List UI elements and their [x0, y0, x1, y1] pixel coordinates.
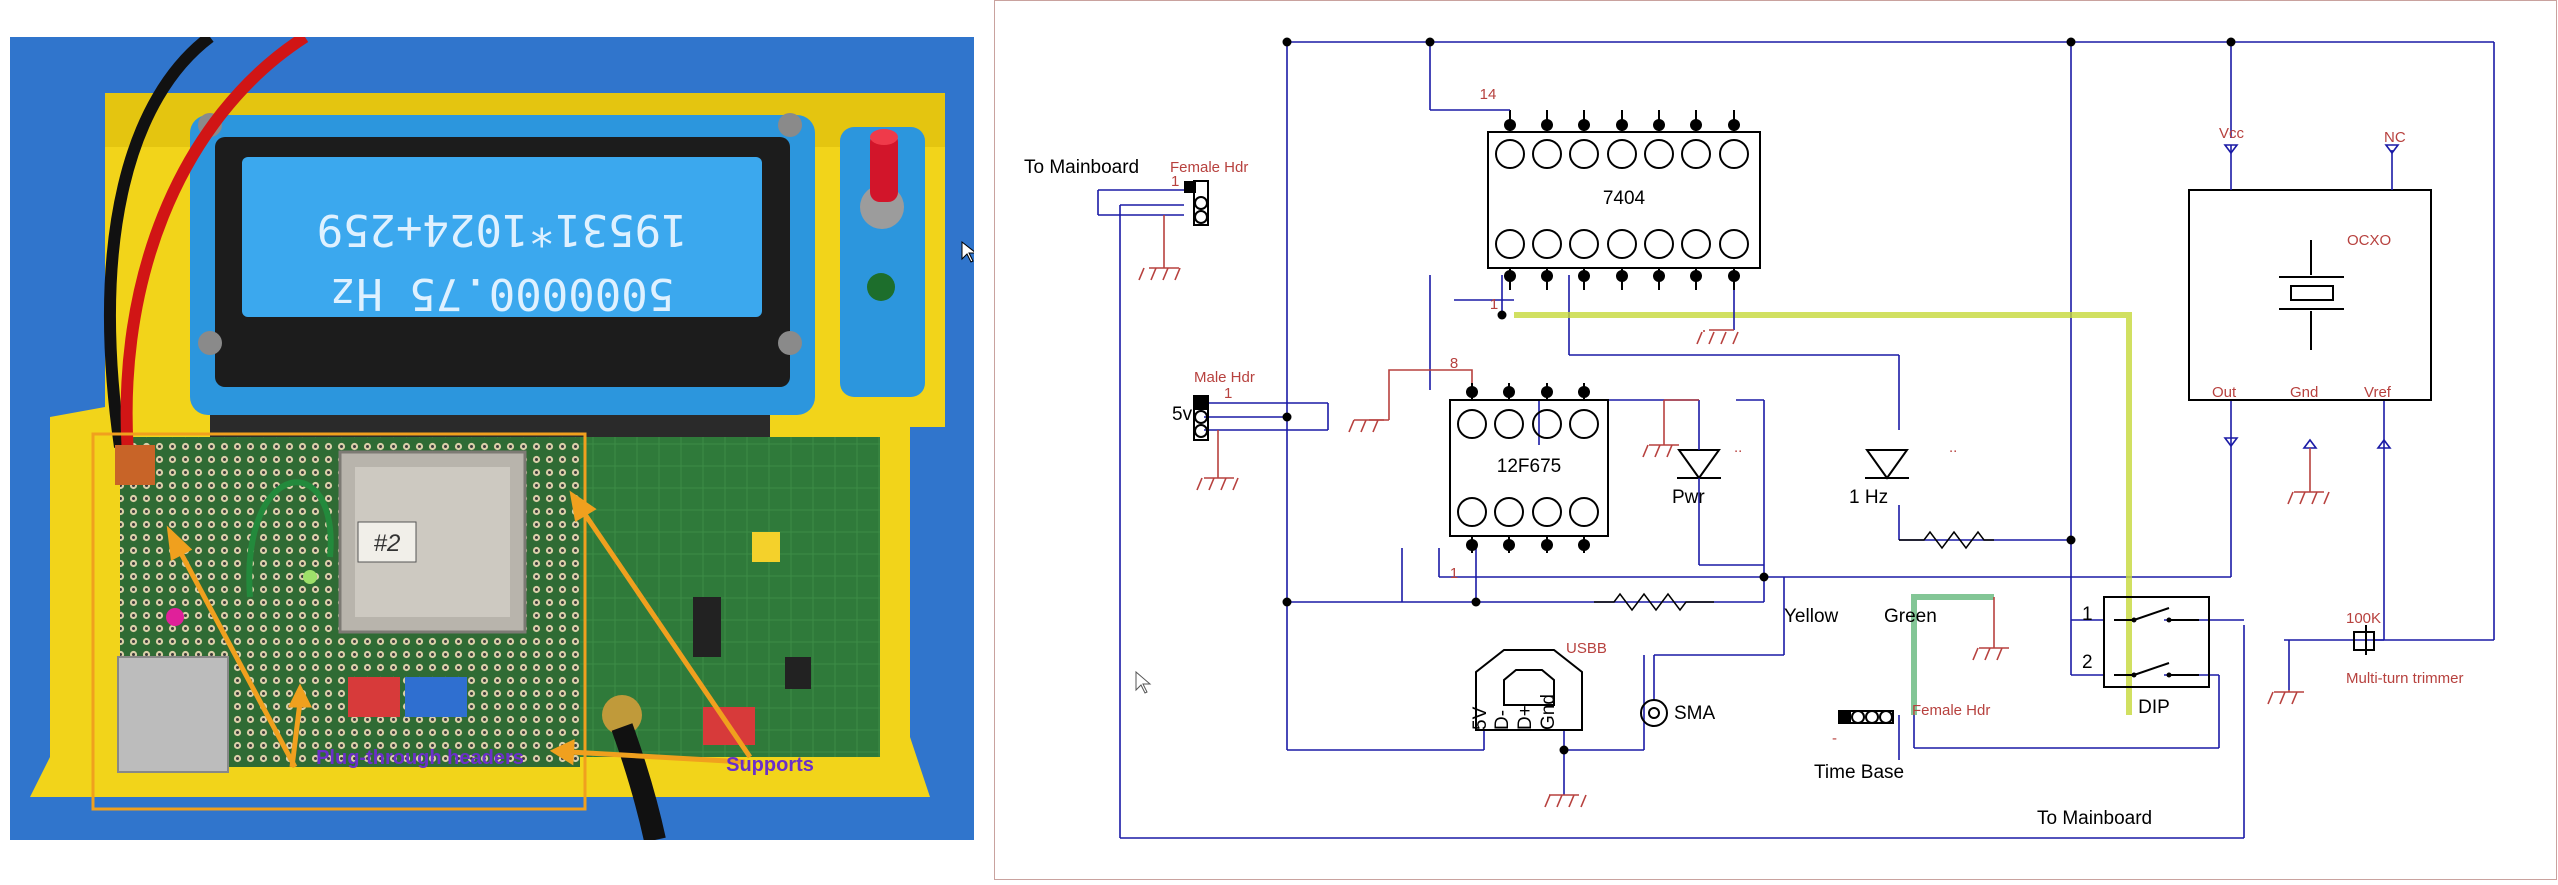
- female-header-top: [1184, 180, 1209, 226]
- screw: [778, 113, 802, 137]
- callout-box: [91, 432, 587, 811]
- pot-value: 100K: [2346, 610, 2381, 627]
- trimmer-pot: [2353, 625, 2375, 655]
- schematic-svg: 7404 14 1 12F675 8 1 To Mainboard Female…: [994, 0, 2557, 880]
- lcd-screen: [242, 157, 762, 317]
- one-hz-label: 1 Hz: [1849, 487, 1888, 508]
- dip-switch: [348, 677, 400, 717]
- yellow-trace: [1514, 312, 2132, 715]
- yellow-wire-label: Yellow: [1784, 606, 1839, 627]
- led-1hz: ..: [1865, 439, 1957, 480]
- to-mainboard-bottom-label: To Mainboard: [2037, 808, 2152, 829]
- ocxo-vcc: Vcc: [2219, 125, 2245, 142]
- ground-symbol: [2287, 448, 2330, 505]
- usb-pin-gnd: Gnd: [1538, 694, 1559, 730]
- female-hdr-top-label: Female Hdr: [1170, 159, 1248, 176]
- usb-pin-dminus: D-: [1492, 710, 1513, 730]
- ocxo-label: OCXO: [2347, 232, 2391, 249]
- ground-symbol: [1138, 215, 1181, 281]
- five-volt-label: 5v: [1172, 404, 1193, 425]
- ground-symbol: [1544, 794, 1587, 808]
- sma-jack: [1640, 699, 1668, 727]
- usb-pin-dplus: D+: [1515, 705, 1536, 730]
- ocxo-module: [2188, 189, 2432, 401]
- resistor-1hz: [1899, 530, 1994, 550]
- hdr-pin-1: 1: [1171, 173, 1179, 190]
- dip-pos-1: 1: [2082, 604, 2093, 625]
- schematic-frame: [994, 0, 2557, 880]
- red-push-button: [870, 132, 898, 202]
- ic-12f675-label: 12F675: [1497, 456, 1561, 477]
- trimmer: [752, 532, 780, 562]
- ic-7404-pin14: 14: [1480, 86, 1497, 103]
- screw: [778, 331, 802, 355]
- ic-12f675-pin1: 1: [1450, 565, 1458, 582]
- ground-symbol: [1696, 329, 1739, 345]
- male-header: [1193, 395, 1209, 441]
- ocxo-marking: #2: [374, 530, 401, 557]
- usb-connector: [117, 656, 229, 773]
- led-arrows: ..: [1734, 439, 1742, 456]
- screw: [198, 331, 222, 355]
- usb-pin-5v: 5V: [1470, 706, 1491, 730]
- lcd-line-1: 19531*1024+259: [317, 204, 688, 255]
- green-wire-label: Green: [1884, 606, 1937, 627]
- time-base-header: [1838, 710, 1894, 724]
- schematic-panel: 7404 14 1 12F675 8 1 To Mainboard Female…: [994, 0, 2558, 880]
- usb-b-connector: USBB 5V D- D+ Gnd: [1470, 640, 1607, 731]
- ic-12f675: 12F675 8 1: [1449, 355, 1609, 582]
- pot-name: Multi-turn trimmer: [2346, 670, 2464, 687]
- ocxo-gnd: Gnd: [2290, 384, 2318, 401]
- time-base-label: Time Base: [1814, 762, 1904, 783]
- ic-7404-label: 7404: [1603, 188, 1646, 209]
- male-hdr-pin-1: 1: [1224, 385, 1232, 402]
- usbb-label: USBB: [1566, 640, 1607, 657]
- ground-symbol: [1348, 419, 1389, 433]
- female-hdr-bottom-label: Female Hdr: [1912, 702, 1990, 719]
- led-arrows: ..: [1949, 439, 1957, 456]
- to-mainboard-top-label: To Mainboard: [1024, 157, 1139, 178]
- dip-switch: [2103, 596, 2210, 688]
- ic-7404: 7404 14 1: [1480, 86, 1761, 313]
- mouse-cursor-icon: [1135, 670, 1152, 694]
- pwr-label: Pwr: [1672, 487, 1705, 508]
- lcd-line-2: 5000000.75 Hz: [330, 268, 674, 319]
- ground-symbol: [1972, 597, 2009, 661]
- junction-dots: [1282, 37, 2236, 755]
- green-led: [867, 273, 895, 301]
- ocxo-out: Out: [2212, 384, 2237, 401]
- sma-label: SMA: [1674, 703, 1716, 724]
- ocxo-vref: Vref: [2364, 384, 2392, 401]
- black-cable: [104, 32, 214, 448]
- dip-label: DIP: [2138, 697, 2170, 718]
- ocxo-pins: [2223, 144, 2400, 449]
- resistor: [1594, 592, 1714, 612]
- ocxo-nc: NC: [2384, 129, 2406, 146]
- dip-switch-blue: [405, 677, 467, 717]
- dip-pos-2: 2: [2082, 652, 2093, 673]
- ic-12f675-pin8: 8: [1450, 355, 1458, 372]
- button-bracket: [840, 127, 925, 397]
- ic-7404-pin1: 1: [1490, 296, 1498, 313]
- ground-symbol: [1642, 399, 1699, 458]
- callout-supports: Supports: [726, 754, 814, 776]
- device-photo: 19531*1024+259 5000000.75 Hz #2: [10, 31, 978, 843]
- red-cable: [120, 31, 309, 478]
- green-trace: [1911, 594, 1994, 715]
- photo-svg: 19531*1024+259 5000000.75 Hz #2: [10, 31, 978, 843]
- ground-symbol: [2267, 690, 2304, 705]
- callout-plug-through-headers: Plug-through headers: [316, 747, 524, 769]
- time-base-minus: -: [1832, 730, 1837, 747]
- ground-symbol: [1196, 430, 1239, 491]
- male-hdr-label: Male Hdr: [1194, 369, 1255, 386]
